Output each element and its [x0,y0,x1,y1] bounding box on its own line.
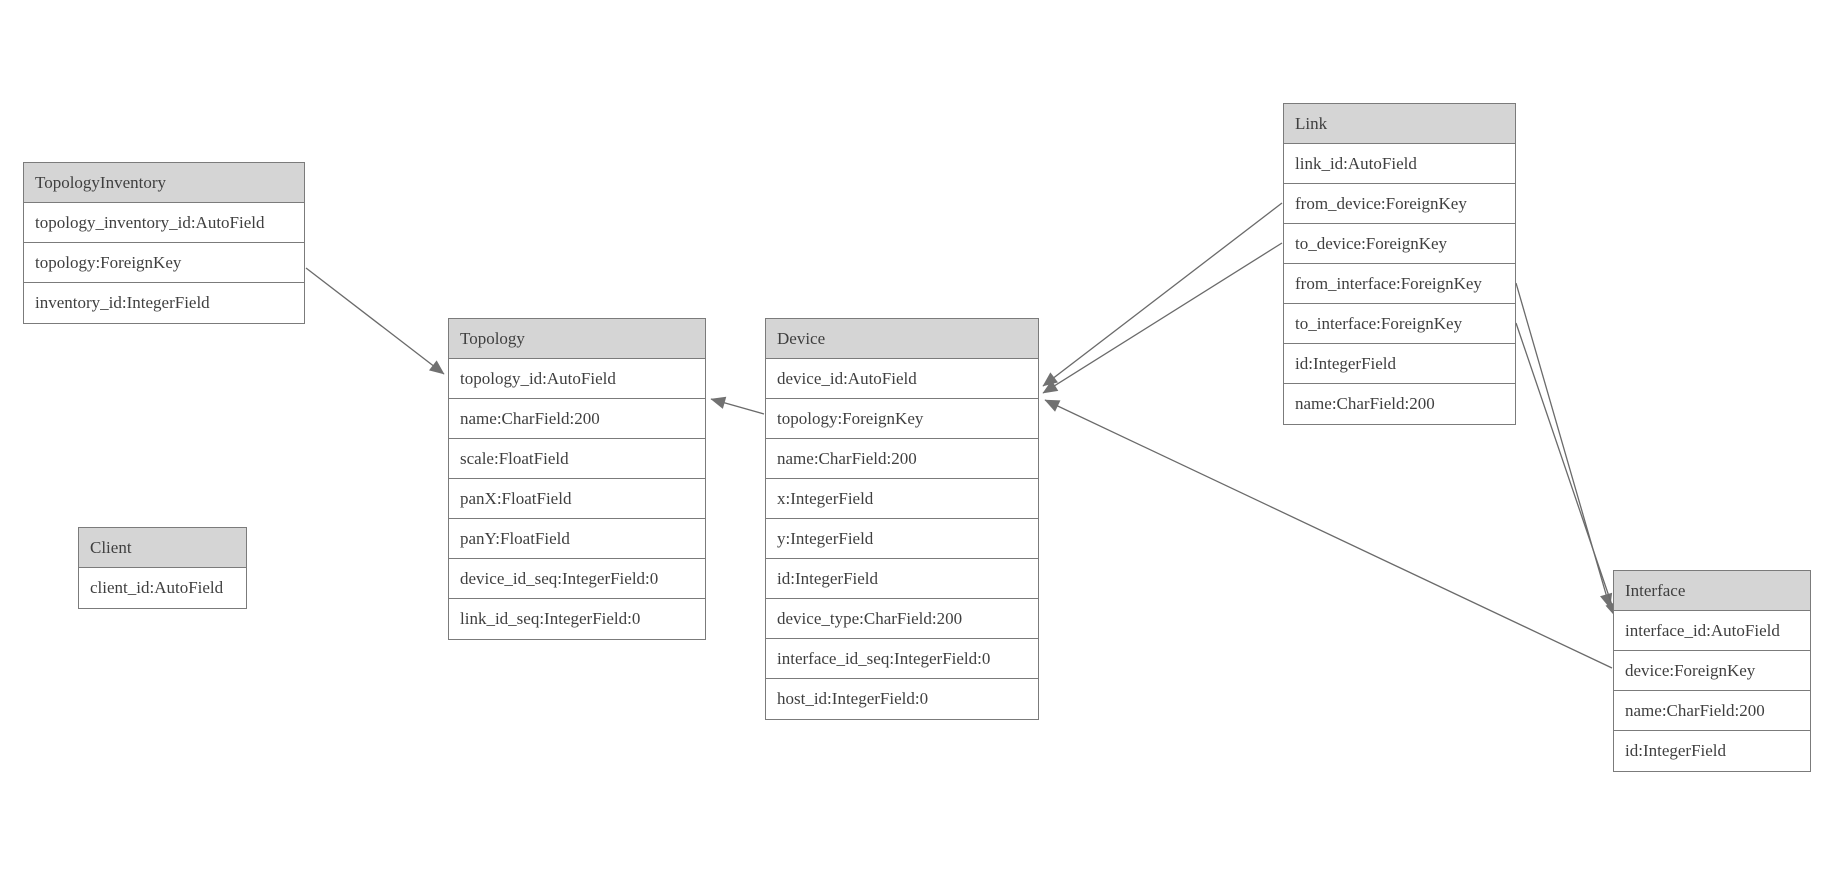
entity-device-field: device_type:CharField:200 [766,599,1038,639]
entity-device-field: id:IntegerField [766,559,1038,599]
entity-topologyinventory-field: inventory_id:IntegerField [24,283,304,323]
entity-client: Client client_id:AutoField [78,527,247,609]
entity-interface-title: Interface [1614,571,1810,611]
entity-link-field: link_id:AutoField [1284,144,1515,184]
entity-topology-field: link_id_seq:IntegerField:0 [449,599,705,639]
entity-device-field: interface_id_seq:IntegerField:0 [766,639,1038,679]
entity-link-field: to_device:ForeignKey [1284,224,1515,264]
entity-interface-field: interface_id:AutoField [1614,611,1810,651]
entity-link-field: from_device:ForeignKey [1284,184,1515,224]
entity-interface: Interface interface_id:AutoField device:… [1613,570,1811,772]
entity-topology-field: topology_id:AutoField [449,359,705,399]
entity-device-title: Device [766,319,1038,359]
entity-topologyinventory-title: TopologyInventory [24,163,304,203]
entity-device-field: name:CharField:200 [766,439,1038,479]
entity-link-field: from_interface:ForeignKey [1284,264,1515,304]
entity-device: Device device_id:AutoField topology:Fore… [765,318,1039,720]
edge-device-topology [710,396,765,415]
edge-interface-device [1044,399,1613,669]
edge-link-fromdevice-device [1042,202,1283,387]
entity-topology-field: name:CharField:200 [449,399,705,439]
entity-device-field: y:IntegerField [766,519,1038,559]
entity-topology-field: panY:FloatField [449,519,705,559]
entity-topology-title: Topology [449,319,705,359]
entity-link-field: to_interface:ForeignKey [1284,304,1515,344]
entity-topology-field: device_id_seq:IntegerField:0 [449,559,705,599]
edge-topologyinventory-topology [305,267,445,375]
entity-topology: Topology topology_id:AutoField name:Char… [448,318,706,640]
entity-device-field: device_id:AutoField [766,359,1038,399]
entity-device-field: host_id:IntegerField:0 [766,679,1038,719]
entity-interface-field: device:ForeignKey [1614,651,1810,691]
entity-link-field: id:IntegerField [1284,344,1515,384]
edge-link-tointerface-interface [1515,322,1618,618]
entity-link-field: name:CharField:200 [1284,384,1515,424]
entity-topologyinventory: TopologyInventory topology_inventory_id:… [23,162,305,324]
entity-topology-field: scale:FloatField [449,439,705,479]
entity-topologyinventory-field: topology_inventory_id:AutoField [24,203,304,243]
entity-link-title: Link [1284,104,1515,144]
entity-device-field: x:IntegerField [766,479,1038,519]
entity-client-field: client_id:AutoField [79,568,246,608]
entity-device-field: topology:ForeignKey [766,399,1038,439]
entity-interface-field: id:IntegerField [1614,731,1810,771]
edge-link-todevice-device [1042,242,1283,394]
entity-topologyinventory-field: topology:ForeignKey [24,243,304,283]
entity-interface-field: name:CharField:200 [1614,691,1810,731]
entity-client-title: Client [79,528,246,568]
entity-link: Link link_id:AutoField from_device:Forei… [1283,103,1516,425]
entity-topology-field: panX:FloatField [449,479,705,519]
